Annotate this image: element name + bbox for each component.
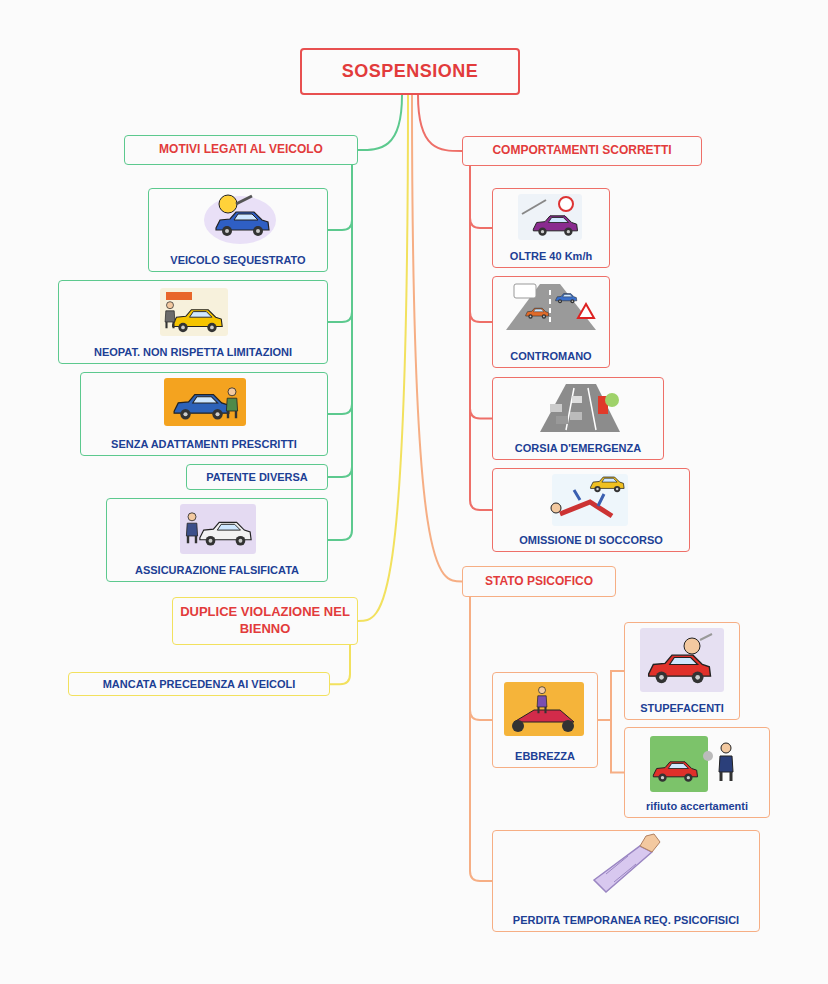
root-box: SOSPENSIONE	[300, 48, 520, 95]
node-label: rifiuto accertamenti	[631, 799, 763, 813]
branch-connector	[598, 671, 624, 720]
branch-connector	[330, 645, 350, 684]
topic-box: MOTIVI LEGATI AL VEICOLO	[124, 135, 358, 165]
icon-drunk-scooter	[504, 682, 584, 736]
node-label: MANCATA PRECEDENZA AI VEICOLI	[75, 677, 323, 691]
node-label: SOSPENSIONE	[308, 60, 512, 83]
icon-seized-car	[204, 195, 276, 244]
node-label: VEICOLO SEQUESTRATO	[155, 253, 321, 267]
branch-connector	[328, 165, 352, 540]
topic-box: DUPLICE VIOLAZIONE NEL BIENNO	[172, 597, 358, 645]
topic-box: VEICOLO SEQUESTRATO	[148, 188, 328, 272]
icon-insurance-car	[180, 504, 256, 554]
icon-adapted-car	[164, 378, 246, 426]
icon-drugs-car	[640, 628, 724, 692]
node-label: PERDITA TEMPORANEA REQ. PSICOFISICI	[499, 913, 753, 927]
topic-box: SENZA ADATTAMENTI PRESCRITTI	[80, 372, 328, 456]
branch-connector	[412, 95, 462, 582]
node-label: STATO PSICOFICO	[469, 574, 609, 590]
branch-connector	[470, 597, 492, 720]
icon-refusal-test	[650, 736, 733, 792]
branch-connector	[470, 166, 492, 419]
branch-connector	[470, 166, 492, 322]
branch-connector	[418, 95, 462, 151]
topic-box: PERDITA TEMPORANEA REQ. PSICOFISICI	[492, 830, 760, 932]
branch-connector	[358, 95, 408, 621]
icon-hit-and-run	[551, 474, 628, 526]
node-label: PATENTE DIVERSA	[193, 470, 321, 484]
node-label: OLTRE 40 Km/h	[499, 249, 603, 263]
node-label: COMPORTAMENTI SCORRETTI	[469, 143, 695, 159]
topic-box: COMPORTAMENTI SCORRETTI	[462, 136, 702, 166]
node-label: OMISSIONE DI SOCCORSO	[499, 533, 683, 547]
node-label: STUPEFACENTI	[631, 701, 733, 715]
branch-connector	[470, 166, 492, 228]
node-label: MOTIVI LEGATI AL VEICOLO	[131, 142, 351, 158]
branch-connector	[598, 720, 624, 773]
node-label: CONTROMANO	[499, 349, 603, 363]
icon-new-driver-car	[160, 288, 228, 336]
branch-connector	[328, 165, 352, 322]
branch-connector	[328, 165, 352, 230]
topic-box: OLTRE 40 Km/h	[492, 188, 610, 268]
branch-connector	[328, 165, 352, 414]
branch-connector	[470, 597, 492, 881]
topic-box: CORSIA D'EMERGENZA	[492, 377, 664, 460]
topic-box: MANCATA PRECEDENZA AI VEICOLI	[68, 672, 330, 696]
node-label: NEOPAT. NON RISPETTA LIMITAZIONI	[65, 345, 321, 359]
branch-connector	[470, 166, 492, 510]
icon-plaster-arm	[594, 834, 660, 892]
branch-connector	[358, 95, 402, 150]
topic-box: PATENTE DIVERSA	[186, 464, 328, 490]
topic-box: CONTROMANO	[492, 276, 610, 368]
branch-connector	[328, 165, 352, 477]
topic-box: OMISSIONE DI SOCCORSO	[492, 468, 690, 552]
icon-wrong-way	[506, 284, 596, 330]
node-label: EBBREZZA	[499, 749, 591, 763]
topic-box: STUPEFACENTI	[624, 622, 740, 720]
node-label: CORSIA D'EMERGENZA	[499, 441, 657, 455]
node-label: ASSICURAZIONE FALSIFICATA	[113, 563, 321, 577]
topic-box: EBBREZZA	[492, 672, 598, 768]
icon-speeding	[518, 194, 582, 240]
topic-box: rifiuto accertamenti	[624, 727, 770, 818]
topic-box: NEOPAT. NON RISPETTA LIMITAZIONI	[58, 280, 328, 364]
topic-box: ASSICURAZIONE FALSIFICATA	[106, 498, 328, 582]
node-label: SENZA ADATTAMENTI PRESCRITTI	[87, 437, 321, 451]
topic-box: STATO PSICOFICO	[462, 566, 616, 597]
icon-emergency-lane	[540, 384, 620, 432]
node-label: DUPLICE VIOLAZIONE NEL BIENNO	[179, 604, 351, 638]
